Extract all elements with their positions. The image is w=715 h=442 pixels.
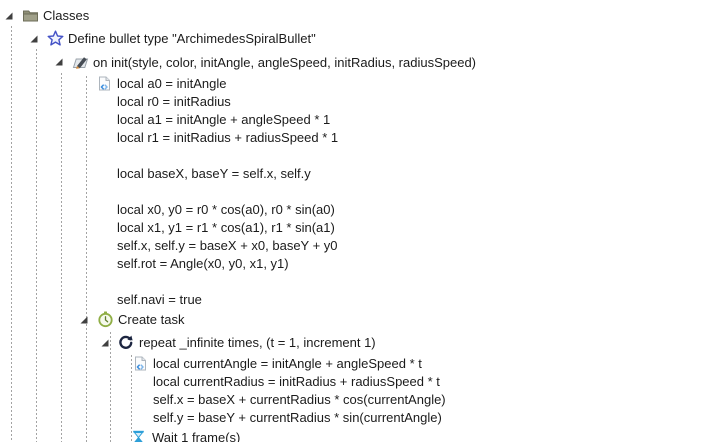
tree-node-label: Wait 1 frame(s)	[152, 430, 241, 442]
tree-node-label: on init(style, color, initAngle, angleSp…	[93, 54, 477, 70]
script-line[interactable]: local a0 = initAngle	[0, 74, 715, 92]
tree-node-define-bullet[interactable]: Define bullet type "ArchimedesSpiralBull…	[0, 27, 715, 50]
expand-triangle-icon[interactable]	[100, 338, 118, 348]
tree-guide-line	[36, 49, 37, 442]
star-icon	[47, 30, 68, 47]
script-line[interactable]: local r1 = initRadius + radiusSpeed * 1	[0, 128, 715, 146]
tree-node-create-task[interactable]: Create task	[0, 308, 715, 331]
script-line-text: local r0 = initRadius	[117, 93, 231, 109]
script-line[interactable]: local x0, y0 = r0 * cos(a0), r0 * sin(a0…	[0, 200, 715, 218]
tree-guide-line	[131, 355, 132, 442]
script-line[interactable]	[0, 146, 715, 164]
hourglass-icon	[131, 430, 152, 442]
script-line[interactable]: local r0 = initRadius	[0, 92, 715, 110]
tree-node-label: repeat _infinite times, (t = 1, incremen…	[139, 335, 376, 350]
script-line-text: self.navi = true	[117, 291, 202, 307]
script-line-text: local r1 = initRadius + radiusSpeed * 1	[117, 129, 339, 145]
script-line-text: self.y = baseY + currentRadius * sin(cur…	[153, 409, 442, 425]
script-line-text: local a1 = initAngle + angleSpeed * 1	[117, 111, 331, 127]
expand-triangle-icon[interactable]	[4, 11, 22, 21]
expand-triangle-icon[interactable]	[54, 57, 72, 67]
script-line-text: local currentRadius = initRadius + radiu…	[153, 373, 440, 389]
tree-guide-line	[86, 76, 87, 442]
script-line[interactable]	[0, 272, 715, 290]
script-line-text: local baseX, baseY = self.x, self.y	[117, 165, 311, 181]
script-line[interactable]: local x1, y1 = r1 * cos(a1), r1 * sin(a1…	[0, 218, 715, 236]
pencil-icon	[72, 54, 93, 71]
script-line[interactable]: self.navi = true	[0, 290, 715, 308]
expand-triangle-icon[interactable]	[29, 34, 47, 44]
script-icon	[97, 76, 117, 91]
script-line[interactable]: local a1 = initAngle + angleSpeed * 1	[0, 110, 715, 128]
tree-guide-line	[11, 26, 12, 442]
script-line-text: self.x = baseX + currentRadius * cos(cur…	[153, 391, 446, 407]
script-line-text: local x1, y1 = r1 * cos(a1), r1 * sin(a1…	[117, 219, 335, 235]
tree-node-wait[interactable]: Wait 1 frame(s)	[0, 426, 715, 442]
tree-node-label: Create task	[118, 312, 185, 327]
script-line-text: local a0 = initAngle	[117, 75, 227, 91]
clock-icon	[97, 311, 118, 328]
tree-node-on-init[interactable]: on init(style, color, initAngle, angleSp…	[0, 50, 715, 74]
script-line-text: local currentAngle = initAngle + angleSp…	[153, 355, 422, 371]
folder-icon	[22, 7, 43, 24]
expand-triangle-icon[interactable]	[79, 315, 97, 325]
script-icon	[133, 356, 153, 371]
script-line[interactable]: self.rot = Angle(x0, y0, x1, y1)	[0, 254, 715, 272]
repeat-icon	[118, 335, 139, 350]
tree-guide-line	[61, 73, 62, 442]
script-line[interactable]: local currentAngle = initAngle + angleSp…	[0, 354, 715, 372]
script-line[interactable]: local baseX, baseY = self.x, self.y	[0, 164, 715, 182]
script-line-text: self.rot = Angle(x0, y0, x1, y1)	[117, 255, 289, 271]
tree-node-classes[interactable]: Classes	[0, 4, 715, 27]
script-line[interactable]	[0, 182, 715, 200]
script-line[interactable]: local currentRadius = initRadius + radiu…	[0, 372, 715, 390]
script-line[interactable]: self.x = baseX + currentRadius * cos(cur…	[0, 390, 715, 408]
tree-node-label: Define bullet type "ArchimedesSpiralBull…	[68, 31, 316, 46]
tree-node-label: Classes	[43, 8, 90, 23]
script-line-text: local x0, y0 = r0 * cos(a0), r0 * sin(a0…	[117, 201, 335, 217]
tree-node-repeat[interactable]: repeat _infinite times, (t = 1, incremen…	[0, 331, 715, 354]
script-line[interactable]: self.x, self.y = baseX + x0, baseY + y0	[0, 236, 715, 254]
tree-guide-line	[110, 332, 111, 442]
script-line-text: self.x, self.y = baseX + x0, baseY + y0	[117, 237, 338, 253]
script-line[interactable]: self.y = baseY + currentRadius * sin(cur…	[0, 408, 715, 426]
